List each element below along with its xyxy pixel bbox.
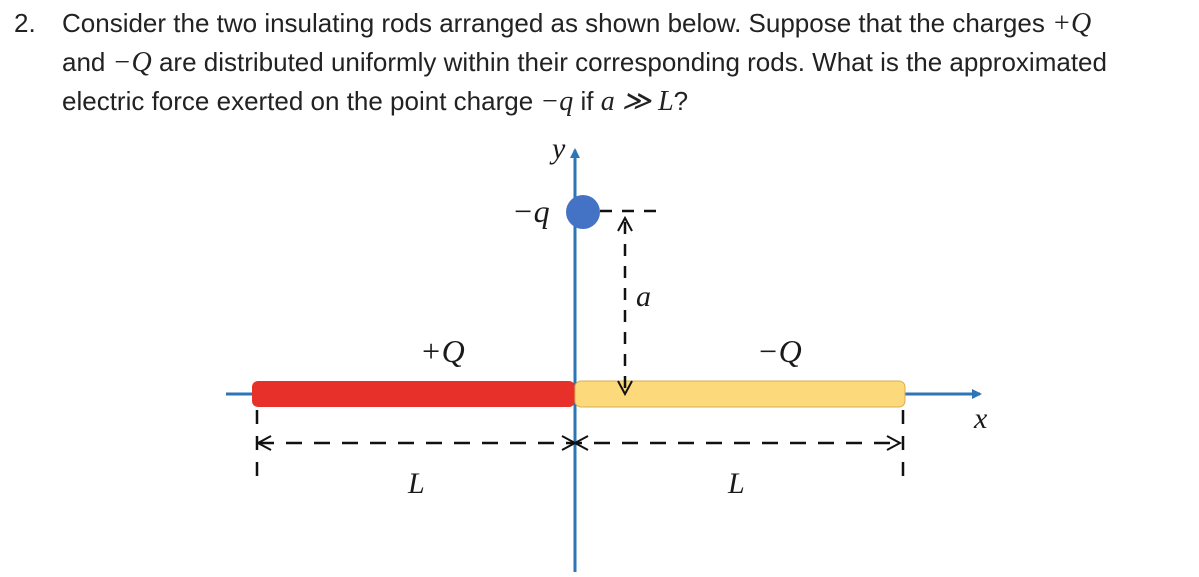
question-line-3: electric force exerted on the point char… <box>14 82 1189 121</box>
right-rod <box>574 380 906 408</box>
question-text-part: and <box>62 47 113 77</box>
left-rod <box>252 381 575 407</box>
math-plus-q: +Q <box>1052 8 1092 39</box>
question-text-part: are distributed uniformly within their c… <box>151 47 1107 77</box>
x-axis-label: x <box>973 402 988 435</box>
right-length-arrow <box>886 435 903 451</box>
question-text-part: ? <box>673 86 689 116</box>
question-text: 2. Consider the two insulating rods arran… <box>14 4 1189 121</box>
left-length-label: L <box>407 467 425 500</box>
right-rod-label: −Q <box>757 333 802 369</box>
question-number: 2. <box>14 8 36 38</box>
distance-a-arrow-down <box>617 380 633 397</box>
question-line-2: and −Q are distributed uniformly within … <box>14 43 1189 82</box>
point-charge-label: −q <box>512 193 550 229</box>
question-text-part: if <box>573 86 601 116</box>
math-minus-q: −Q <box>112 47 152 78</box>
mid-length-arrow-left <box>572 435 589 451</box>
question-text-part: electric force exerted on the point char… <box>62 86 541 116</box>
question-text-part: Consider the two insulating rods arrange… <box>62 8 1053 38</box>
y-axis-label: y <box>549 132 566 165</box>
right-length-label: L <box>727 467 745 500</box>
math-minus-small-q: −q <box>540 86 574 117</box>
question-line-1: 2. Consider the two insulating rods arran… <box>14 4 1189 43</box>
left-rod-label: +Q <box>420 333 465 369</box>
point-charge <box>566 195 600 229</box>
distance-a-arrow-up <box>617 215 633 232</box>
distance-label: a <box>636 280 651 313</box>
math-condition: a ≫ L <box>600 86 674 117</box>
